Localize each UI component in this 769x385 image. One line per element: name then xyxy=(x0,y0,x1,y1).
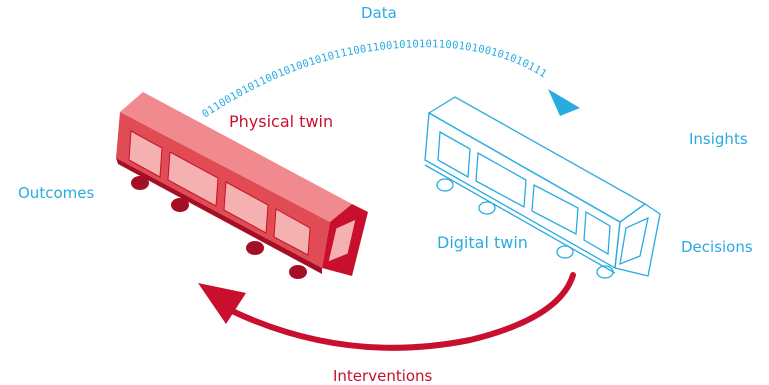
data-arrowhead xyxy=(548,89,580,116)
physical-twin-train xyxy=(116,92,368,279)
insights-label: Insights xyxy=(689,130,748,148)
digital-twin-label: Digital twin xyxy=(437,233,528,252)
interventions-arrowhead xyxy=(198,283,246,324)
outcomes-label: Outcomes xyxy=(18,184,95,202)
data-label: Data xyxy=(361,4,397,22)
interventions-arrow-arc xyxy=(227,272,576,351)
decisions-label: Decisions xyxy=(681,238,753,256)
digital-twin-train xyxy=(424,96,661,279)
interventions-label: Interventions xyxy=(333,367,433,385)
binary-data-stream: 0110010101100101001010111001100101010110… xyxy=(200,38,549,120)
physical-twin-label: Physical twin xyxy=(229,112,334,131)
